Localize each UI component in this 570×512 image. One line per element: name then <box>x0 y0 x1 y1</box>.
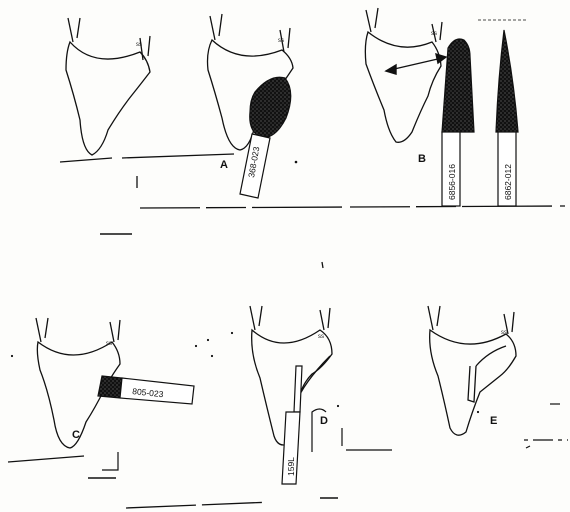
double-arrow <box>386 54 446 74</box>
tooth-outline-e <box>428 306 516 435</box>
speck <box>526 446 530 448</box>
baseline-c <box>8 456 84 462</box>
bur-368-023 <box>240 77 291 198</box>
panel-label-b: B <box>418 153 426 165</box>
speck <box>337 405 339 407</box>
panel-label-a: A <box>220 159 228 171</box>
baseline-1 <box>60 158 112 162</box>
tooth-mark-e: ss <box>501 330 507 336</box>
baseline-2 <box>122 154 234 158</box>
tooth-mark-b: ss <box>431 31 437 37</box>
tooth-outline-1 <box>66 18 150 155</box>
bur-code-b-left: 6856-016 <box>447 164 457 200</box>
tooth-mark-d: ss <box>318 334 324 340</box>
tooth-outline-b <box>365 8 442 142</box>
panel-label-c: C <box>72 429 80 441</box>
tooth-mark-1: ss <box>136 42 142 48</box>
bottom-rule <box>126 502 272 508</box>
corner-mark <box>102 452 118 470</box>
panel-label-e: E <box>490 415 497 427</box>
bur-code-d: 159L <box>286 457 296 476</box>
bur-code-b-right: 6862-012 <box>503 164 513 200</box>
tooth-mark-c: ss <box>106 341 112 347</box>
speck <box>477 411 479 413</box>
speck <box>322 262 323 268</box>
tooth-mark-a: ss <box>278 38 284 44</box>
panel-label-d: D <box>320 415 328 427</box>
row-rule <box>140 206 565 208</box>
speck <box>295 161 298 164</box>
specks <box>11 332 233 357</box>
